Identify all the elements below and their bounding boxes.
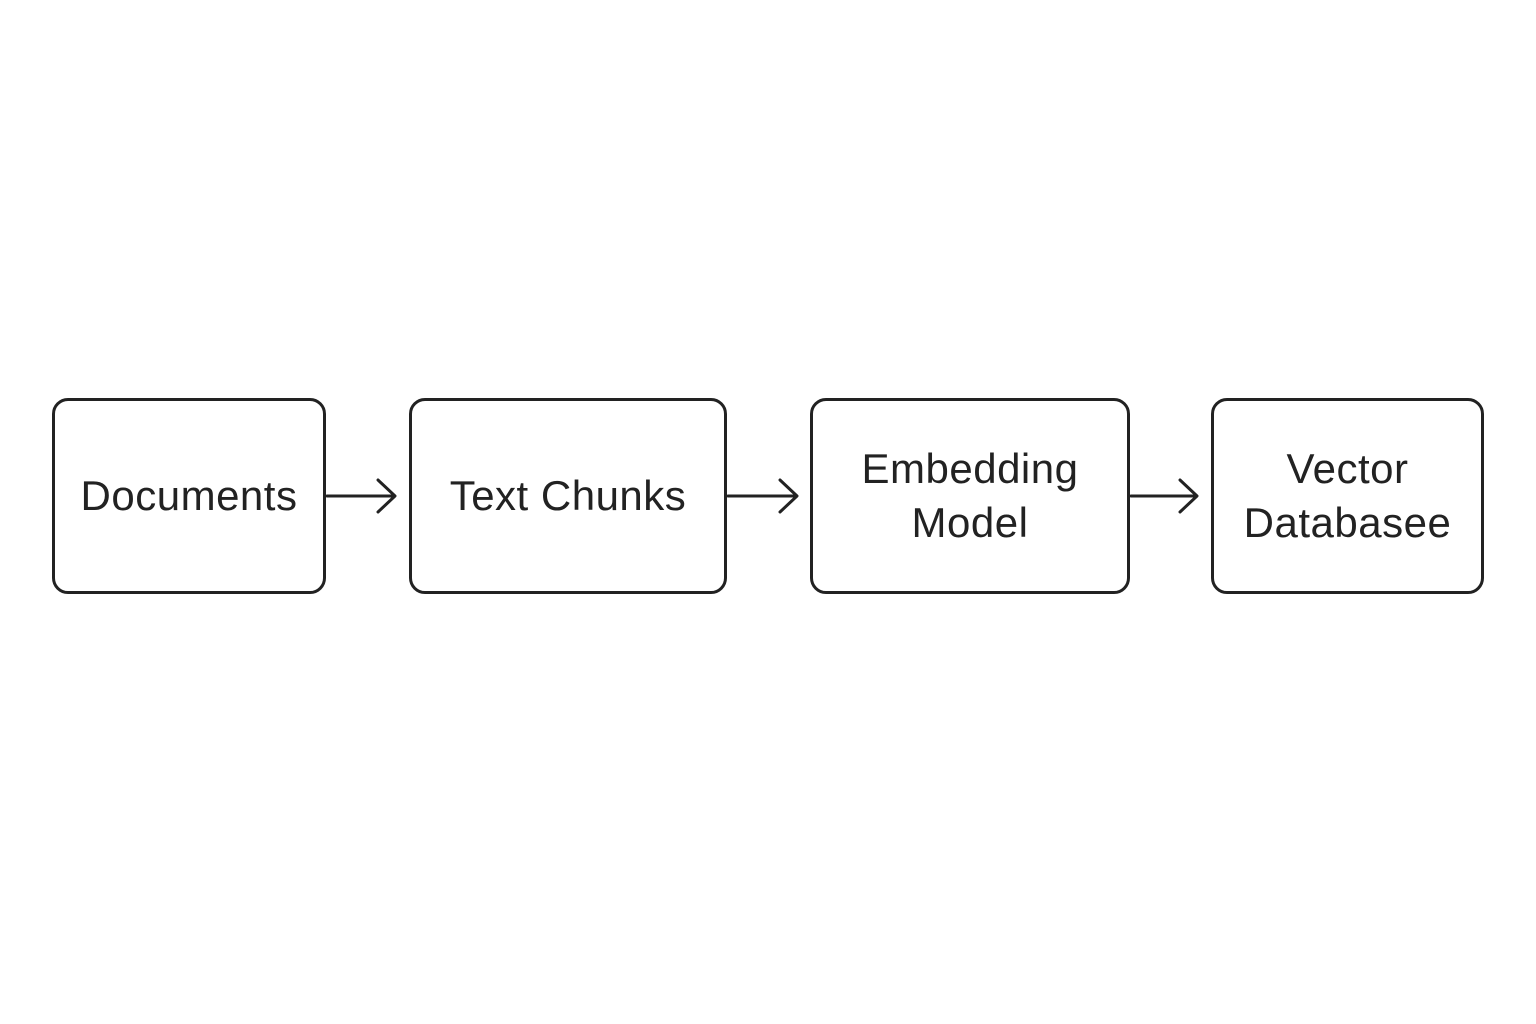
- documents-label: Documents: [80, 472, 298, 519]
- text-chunks-label: Text Chunks: [449, 472, 687, 519]
- arrow-embedding-model-to-vector-database: [1129, 478, 1199, 514]
- vector-database-label: Vector Databasee: [1243, 445, 1452, 546]
- vector-database-box: Vector Databasee: [1211, 398, 1484, 594]
- embedding-model-box: Embedding Model: [810, 398, 1130, 594]
- text-chunks-box: Text Chunks: [409, 398, 727, 594]
- arrow-text-chunks-to-embedding-model: [726, 478, 799, 514]
- arrow-documents-to-text-chunks: [325, 478, 397, 514]
- embedding-model-label: Embedding Model: [861, 445, 1079, 546]
- documents-box: Documents: [52, 398, 326, 594]
